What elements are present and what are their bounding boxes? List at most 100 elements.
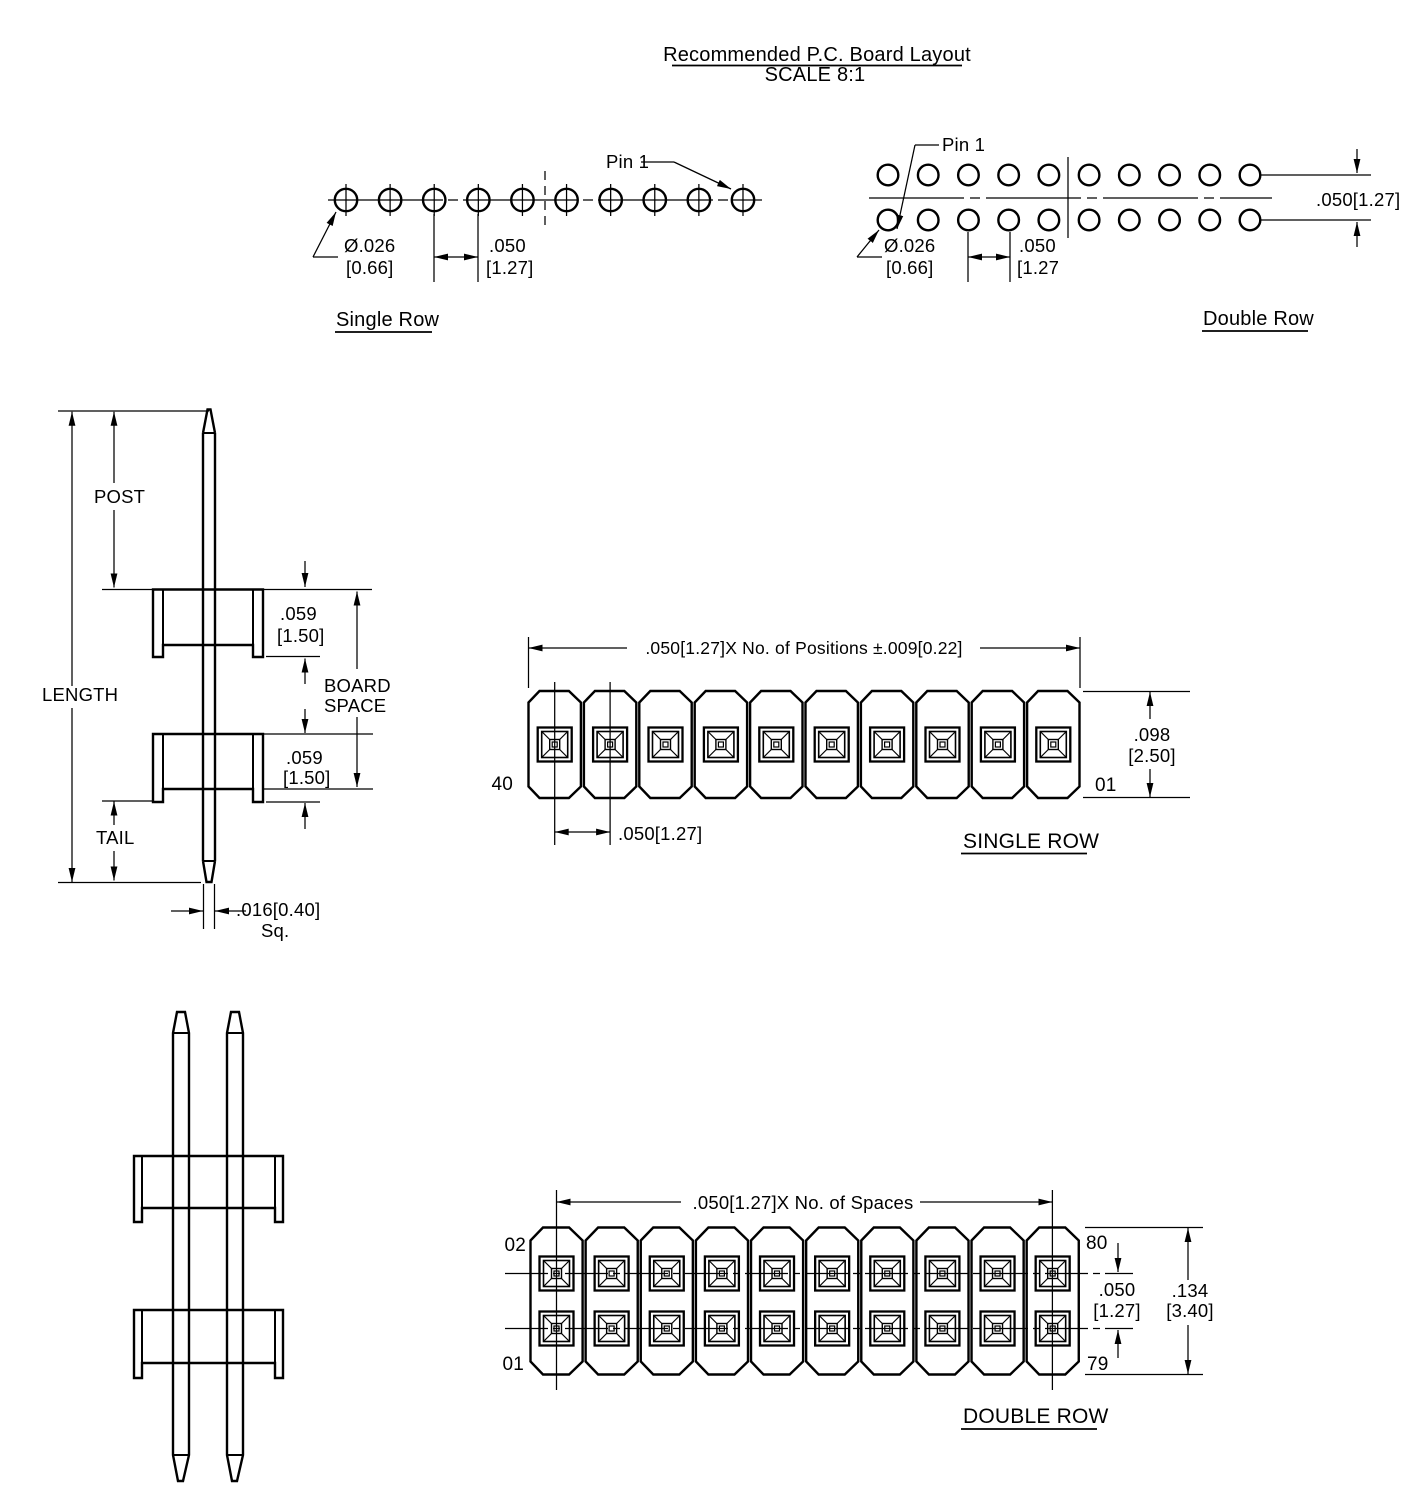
position-top-left: 02 [504, 1235, 526, 1256]
pin-chamfer-diagonal [708, 1278, 718, 1287]
pin-contact [868, 726, 906, 763]
pin-chamfer-diagonal [1039, 1315, 1049, 1324]
header-segment [804, 689, 860, 800]
pin-contact [758, 726, 795, 763]
pin-chamfer-diagonal [1002, 1260, 1011, 1269]
pin-chamfer-diagonal [873, 749, 883, 758]
pin-chamfer-diagonal [726, 1260, 736, 1269]
pin-chamfer-diagonal [818, 731, 828, 740]
position-top-right: 80 [1086, 1233, 1108, 1254]
drill-hole [916, 163, 940, 187]
pin-chamfer-diagonal [763, 1315, 773, 1324]
drill-hole [1117, 163, 1141, 187]
pin-chamfer-diagonal [891, 1333, 901, 1342]
pin-chamfer-diagonal [836, 1315, 846, 1324]
double-row-body [529, 1226, 1080, 1376]
pin-chamfer-diagonal [598, 1315, 608, 1324]
pin-chamfer-diagonal [559, 731, 569, 740]
pin-chamfer-diagonal [947, 749, 956, 758]
pin-chamfer-diagonal [614, 749, 624, 758]
pin-chamfer-diagonal [1057, 1278, 1067, 1287]
pin-chamfer-diagonal [946, 1278, 956, 1287]
pin-square [928, 730, 957, 759]
insulator-bottom [132, 1308, 285, 1380]
top-view-double-row: .050[1.27]X No. of Spaces 02 01 80 79 .0… [502, 1190, 1214, 1430]
pin-chamfer-diagonal [836, 1278, 846, 1287]
pin-sq-suffix: Sq. [261, 920, 289, 941]
header-segment [582, 689, 638, 800]
pin1-label: Pin 1 [942, 134, 985, 155]
pin-contact [1035, 726, 1072, 763]
pin-chamfer-diagonal [873, 1260, 883, 1269]
pin-chamfer-diagonal [671, 1315, 681, 1324]
position-bottom-right: 79 [1087, 1354, 1109, 1375]
length-label: LENGTH [42, 684, 118, 705]
ins1-height-mm: [1.50] [277, 625, 325, 646]
post-label: POST [94, 486, 145, 507]
pin-chamfer-diagonal [818, 1278, 828, 1287]
pin-chamfer-diagonal [818, 1315, 828, 1324]
header-segment [748, 689, 804, 800]
pin-chamfer-diagonal [781, 1260, 791, 1269]
pin-contact [979, 726, 1017, 763]
pin-chamfer-diagonal [818, 1333, 828, 1342]
pin-chamfer-diagonal [726, 1278, 736, 1287]
drill-hole [997, 208, 1021, 232]
drill-hole [1198, 208, 1222, 232]
pin-chamfer-diagonal [543, 1333, 552, 1342]
pin-square [994, 741, 1002, 748]
pin-square [826, 738, 838, 751]
pin-chamfer-diagonal [671, 1333, 681, 1342]
pin-chamfer-diagonal [707, 731, 717, 740]
pin-chamfer-diagonal [1057, 1315, 1067, 1324]
pin-chamfer-diagonal [946, 1260, 956, 1269]
pin-chamfer-diagonal [1039, 1333, 1049, 1342]
board-space-label-2: SPACE [324, 695, 386, 716]
pin-chamfer-diagonal [598, 1333, 608, 1342]
pin-chamfer-diagonal [543, 1315, 552, 1324]
header-segment [639, 1226, 695, 1376]
pin-square [662, 741, 669, 748]
pin-chamfer-diagonal [984, 1278, 993, 1287]
header-segment [638, 689, 693, 800]
page-title: Recommended P.C. Board Layout [663, 44, 971, 66]
side-view-double-pin [132, 1010, 285, 1483]
pin-chamfer-diagonal [763, 1333, 773, 1342]
drill-hole [876, 208, 900, 232]
pin-square [936, 738, 949, 751]
pin-chamfer-diagonal [984, 731, 994, 740]
pin-square [707, 730, 735, 759]
pin-contact [813, 726, 850, 763]
pin-square [813, 726, 850, 763]
pin-square [647, 726, 684, 763]
pin-chamfer-diagonal [818, 1260, 828, 1269]
pin-chamfer-diagonal [762, 749, 772, 758]
span-label: .050[1.27]X No. of Positions ±.009[0.22] [645, 638, 962, 658]
pin-bottom-tip [201, 860, 217, 884]
pin-chamfer-diagonal [780, 731, 790, 740]
pin-square [1035, 726, 1072, 763]
pin-chamfer-diagonal [873, 1333, 883, 1342]
pitch-mm: [1.27 [1017, 257, 1059, 278]
pin-square [758, 726, 795, 763]
ins2-height: .059 [286, 747, 323, 768]
header-segment [527, 689, 583, 800]
pin-chamfer-diagonal [929, 731, 938, 740]
pin-chamfer-diagonal [652, 749, 661, 758]
pin-chamfer-diagonal [596, 749, 606, 758]
pin-chamfer-diagonal [1057, 731, 1067, 740]
pin-square [1050, 741, 1057, 748]
drawing-title: Recommended P.C. Board Layout SCALE 8:1 [663, 44, 971, 86]
pin-chamfer-diagonal [1039, 749, 1049, 758]
pin-chamfer-diagonal [763, 1278, 773, 1287]
pin-chamfer-diagonal [928, 1315, 938, 1324]
double-row-caption: Double Row [1203, 308, 1314, 330]
pin-chamfer-diagonal [561, 1278, 570, 1287]
header-segment [915, 1226, 970, 1376]
top-view-single-row: .050[1.27]X No. of Positions ±.009[0.22]… [491, 637, 1190, 855]
pin-chamfer-diagonal [653, 1315, 663, 1324]
pin-square [979, 726, 1017, 763]
pin-chamfer-diagonal [836, 731, 846, 740]
pin-chamfer-diagonal [891, 1315, 901, 1324]
